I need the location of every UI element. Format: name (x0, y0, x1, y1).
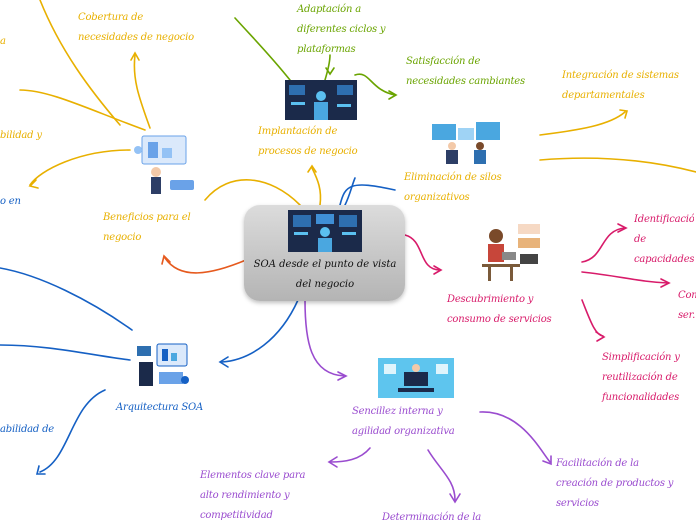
node-determinacion[interactable]: Determinación de la (382, 508, 481, 520)
node-determinacion-text: Determinación de la (382, 512, 482, 520)
link-sencillez-facilitacion (479, 411, 551, 463)
node-cut-top[interactable]: iiiiiiiiiiiiiiiii (182, 0, 233, 8)
link-beneficios-topleft (19, 89, 146, 131)
node-descubrimiento[interactable]: Descubrimiento y consumo de servicios (447, 290, 559, 330)
node-composicion[interactable]: Com... ser... (678, 286, 696, 326)
link-eliminacion-right (539, 157, 696, 173)
eliminacion-illustration (432, 122, 500, 164)
node-cut-topleft-2[interactable]: bilidad y (0, 126, 42, 146)
beneficios-illustration (134, 135, 194, 194)
node-cut-topleft-3[interactable]: o en (0, 192, 21, 212)
link-arquitectura-left-top (0, 267, 133, 331)
link-implantacion-satisfaccion (354, 73, 396, 96)
link-sencillez-elementos (329, 447, 371, 463)
node-elementos[interactable]: Elementos clave para alto rendimiento y … (200, 466, 322, 520)
node-adaptacion-text: Adaptación a diferentes ciclos y platafo… (297, 4, 386, 55)
node-cut-topleft-1-text: a (0, 36, 6, 47)
link-center-descubrimiento (404, 234, 441, 271)
monitor-person-illustration (288, 210, 362, 252)
node-beneficios-text: Beneficios para el negocio (103, 212, 191, 243)
node-simplificacion-text: Simplificación y reutilización de funcio… (602, 352, 680, 403)
node-satisfaccion-text: Satisfacción de necesidades cambiantes (406, 56, 525, 87)
node-implantacion-text: Implantación de procesos de negocio (258, 126, 358, 157)
node-eliminacion[interactable]: Eliminación de silos organizativos (404, 168, 512, 208)
node-identificacion-text: Identificación de capacidades (634, 214, 694, 265)
node-cut-left-text: abilidad de (0, 424, 55, 435)
arrow-bottom-blue (35, 465, 46, 475)
node-cobertura[interactable]: Cobertura de necesidades de negocio (78, 8, 198, 48)
link-beneficios-cobertura (133, 54, 151, 129)
node-cut-topleft-1[interactable]: a (0, 32, 6, 52)
arrow-identificacion (617, 223, 628, 233)
link-center-beneficios-orange (164, 257, 247, 274)
arrow-left-yellow (28, 179, 39, 189)
node-arquitectura[interactable]: Arquitectura SOA (116, 398, 203, 418)
arrow-cobertura (130, 51, 140, 61)
node-composicion-text: Com... ser... (678, 290, 696, 321)
arrow-facilitacion (542, 455, 552, 466)
arrow-satisfaccion (388, 90, 398, 100)
node-arquitectura-text: Arquitectura SOA (116, 402, 204, 413)
link-desc-composicion (581, 271, 669, 284)
node-identificacion[interactable]: Identificación de capacidades (634, 210, 694, 278)
arrow-adaptacion (325, 67, 335, 76)
node-implantacion[interactable]: Implantación de procesos de negocio (258, 122, 370, 162)
arrow-elementos (327, 456, 338, 468)
arrow-descubrimiento (433, 265, 443, 275)
link-desc-simplificacion (581, 299, 604, 337)
link-implantacion-adaptacion (324, 54, 331, 81)
node-facilitacion[interactable]: Facilitación de la creación de productos… (556, 454, 676, 514)
descubrimiento-illustration (482, 224, 540, 281)
link-topleft-up (39, 0, 121, 126)
node-cut-topleft-2-text: bilidad y (0, 130, 42, 141)
arrow-implantacion (307, 164, 317, 173)
node-integracion-text: Integración de sistemas departamentales (562, 70, 679, 101)
link-eliminacion-integracion (539, 111, 626, 136)
node-beneficios[interactable]: Beneficios para el negocio (103, 208, 211, 248)
link-center-beneficios (204, 179, 301, 206)
node-elementos-text: Elementos clave para alto rendimiento y … (200, 470, 306, 520)
arrow-arquitectura (218, 356, 229, 368)
node-satisfaccion[interactable]: Satisfacción de necesidades cambiantes (406, 52, 536, 92)
node-facilitacion-text: Facilitación de la creación de productos… (556, 458, 674, 509)
node-cut-topleft-3-text: o en (0, 196, 21, 207)
central-topic[interactable]: SOA desde el punto de vista del negocio (244, 205, 405, 301)
node-cut-left[interactable]: abilidad de (0, 420, 54, 440)
link-beneficios-left (29, 149, 131, 186)
node-sencillez-text: Sencillez interna y agilidad organizativ… (352, 406, 455, 437)
link-center-eliminacion-2 (344, 177, 356, 206)
node-cut-top-text: iiiiiiiiiiiiiiiii (182, 0, 233, 3)
arrow-bottom-purple (449, 493, 461, 504)
link-implantacion-topleft (234, 17, 291, 81)
sencillez-illustration (378, 358, 454, 398)
node-descubrimiento-text: Descubrimiento y consumo de servicios (447, 294, 552, 325)
central-topic-title: SOA desde el punto de vista del negocio (253, 259, 397, 290)
arquitectura-illustration (137, 343, 189, 386)
link-arquitectura-left (0, 344, 131, 361)
link-center-arquitectura (221, 299, 299, 363)
node-cobertura-text: Cobertura de necesidades de negocio (78, 12, 194, 43)
node-eliminacion-text: Eliminación de silos organizativos (404, 172, 502, 203)
link-desc-identificacion (581, 227, 626, 263)
arrow-simplificacion (595, 331, 606, 342)
node-simplificacion[interactable]: Simplificación y reutilización de funcio… (602, 348, 692, 408)
node-adaptacion[interactable]: Adaptación a diferentes ciclos y platafo… (297, 0, 397, 60)
arrow-composicion (660, 278, 671, 288)
link-center-sencillez (304, 299, 346, 377)
arrow-integracion (619, 109, 629, 119)
link-sencillez-bottom (427, 449, 456, 501)
arrow-orange (161, 254, 171, 265)
node-integracion[interactable]: Integración de sistemas departamentales (562, 66, 688, 106)
link-center-eliminacion (339, 184, 396, 206)
arrow-sencillez (337, 371, 348, 381)
link-arquitectura-bottom (39, 389, 106, 473)
node-sencillez[interactable]: Sencillez interna y agilidad organizativ… (352, 402, 470, 442)
link-center-implantacion (311, 167, 322, 206)
implantacion-illustration (285, 80, 357, 120)
